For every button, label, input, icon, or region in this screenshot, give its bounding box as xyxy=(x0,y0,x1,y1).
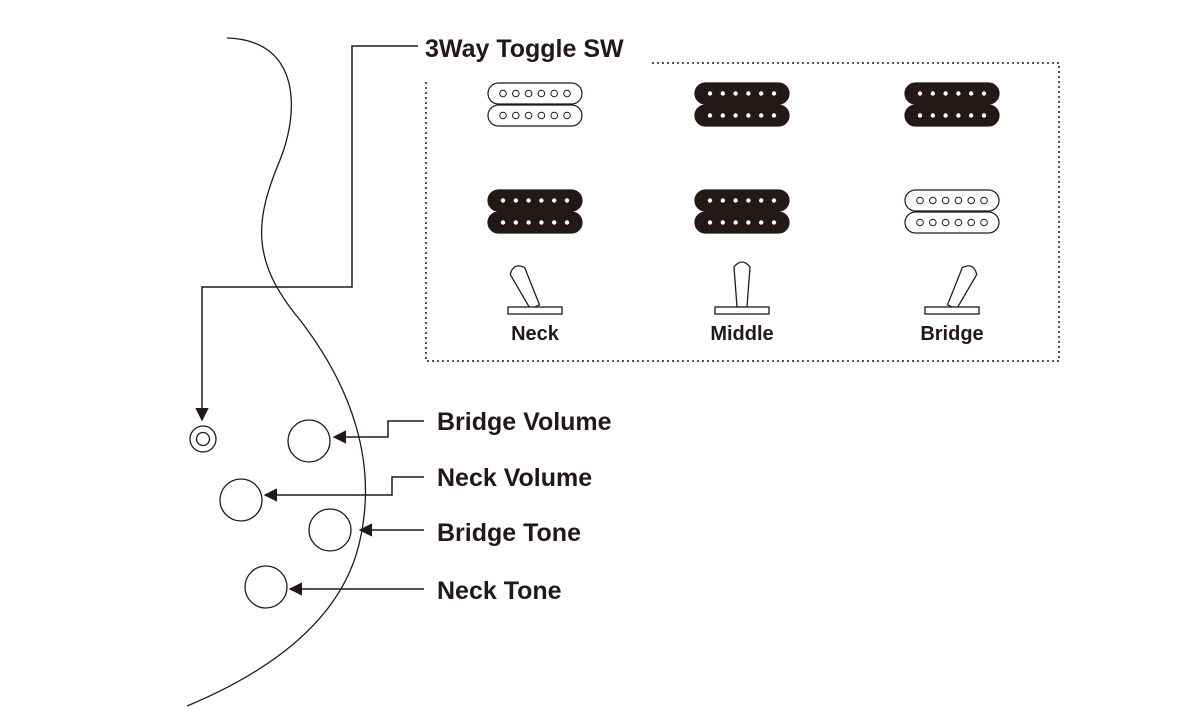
neck-pickup-icon xyxy=(904,189,1000,234)
toggle-lever-icon xyxy=(924,265,980,315)
bridge-pickup-icon xyxy=(487,82,583,127)
toggle-lever-icon xyxy=(714,261,770,315)
toggle-switch[interactable] xyxy=(189,425,217,453)
neck-volume-knob[interactable] xyxy=(219,478,263,522)
neck-volume-label: Neck Volume xyxy=(437,464,592,492)
neck-pickup-icon xyxy=(694,189,790,234)
bridge-pickup-icon xyxy=(904,82,1000,127)
switch-position-label: Middle xyxy=(710,323,773,345)
switch-position-neck: Neck xyxy=(487,82,583,345)
guitar-body-outline xyxy=(186,37,367,707)
switch-positions-panel xyxy=(425,62,1060,362)
switch-position-label: Bridge xyxy=(920,323,983,345)
switch-positions: Neck Middle Bridge xyxy=(487,82,1000,345)
bridge-tone-knob[interactable] xyxy=(308,508,352,552)
bridge-tone-label: Bridge Tone xyxy=(437,519,581,547)
bridge-pickup-icon xyxy=(694,82,790,127)
neck-tone-label: Neck Tone xyxy=(437,577,562,605)
toggle-lever-icon xyxy=(507,265,563,315)
bridge-volume-knob[interactable] xyxy=(287,419,331,463)
toggle-switch-leader xyxy=(195,45,418,422)
toggle-switch-title: 3Way Toggle SW xyxy=(425,35,624,63)
neck-tone-knob[interactable] xyxy=(244,565,288,609)
bridge-volume-label: Bridge Volume xyxy=(437,408,612,436)
bridge-volume-leader xyxy=(332,420,424,444)
switch-position-bridge: Bridge xyxy=(904,82,1000,345)
switch-position-label: Neck xyxy=(511,323,560,345)
switch-position-middle: Middle xyxy=(694,82,790,345)
neck-volume-leader xyxy=(263,476,424,502)
neck-pickup-icon xyxy=(487,189,583,234)
